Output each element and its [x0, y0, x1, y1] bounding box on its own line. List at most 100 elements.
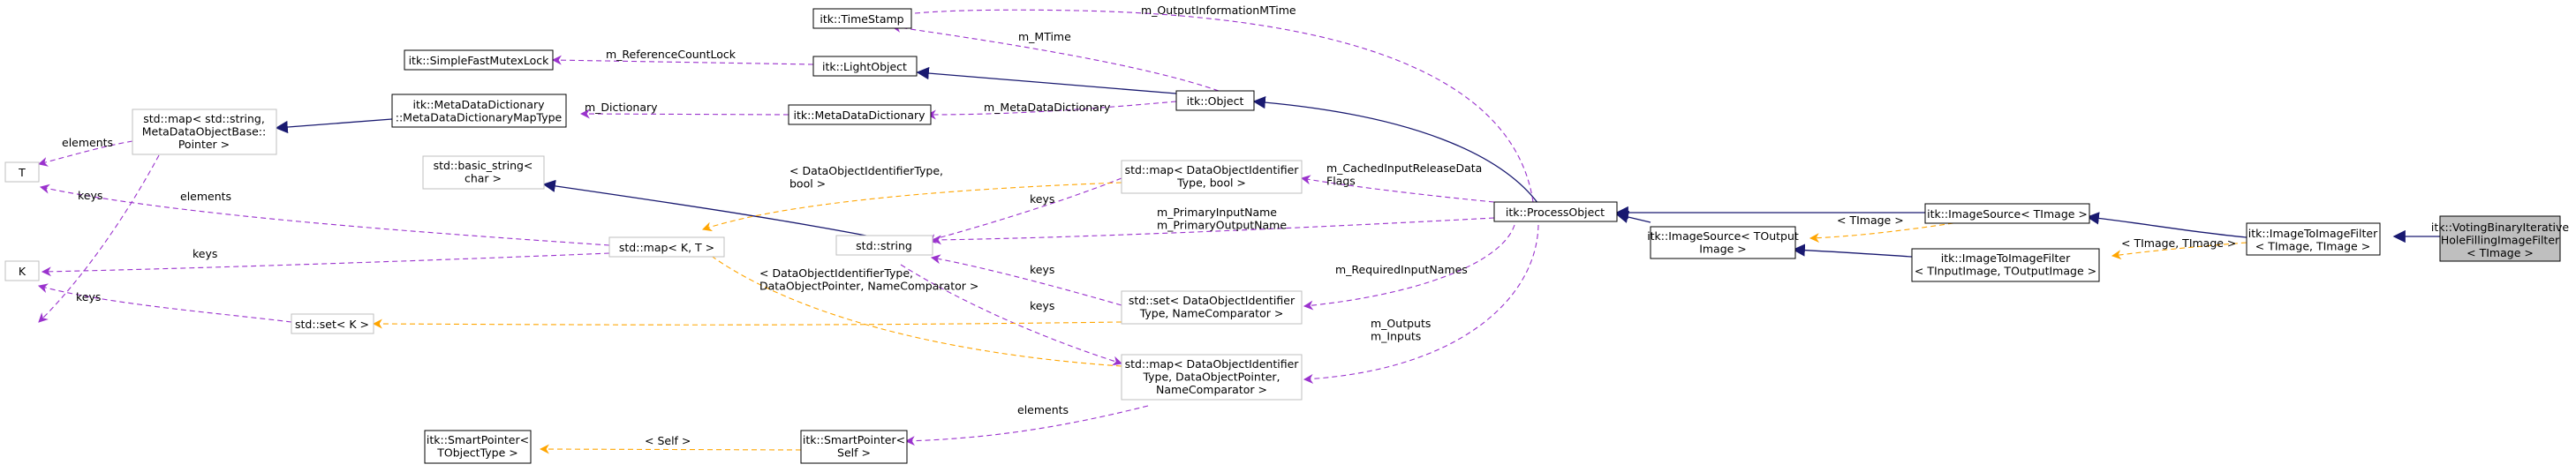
usage-edge	[1303, 224, 1539, 384]
node-image-to-image-filter-timage[interactable]: itk::ImageToImageFilter< TImage, TImage …	[2246, 222, 2381, 256]
node-label: std::string	[856, 239, 912, 252]
usage-edge	[925, 177, 1122, 243]
edge-label: m_RequiredInputNames	[1335, 263, 1468, 276]
usage-edge	[925, 101, 1177, 120]
node-label: itk::MetaDataDictionary::MetaDataDiction…	[396, 98, 563, 124]
node-smart-pointer-tobject[interactable]: itk::SmartPointer<TObjectType >	[424, 430, 532, 464]
template-edge	[701, 182, 1122, 232]
node-light-object[interactable]: itk::LightObject	[812, 56, 918, 77]
edge-label: keys	[1030, 263, 1054, 276]
node-label: itk::TimeStamp	[820, 12, 903, 26]
node-label: std::set< K >	[295, 318, 369, 331]
edge-label: < TImage >	[1837, 214, 1904, 227]
inheritance-edge	[275, 118, 393, 134]
node-label: itk::Object	[1187, 94, 1244, 108]
node-label: std::basic_string<char >	[434, 159, 533, 185]
edge-label: keys	[193, 247, 217, 260]
node-label: std::map< K, T >	[619, 241, 714, 254]
node-meta-data-dictionary[interactable]: itk::MetaDataDictionary	[788, 104, 932, 125]
usage-edge	[579, 109, 789, 119]
edge-label: keys	[1030, 299, 1054, 312]
usage-edge	[904, 405, 1149, 446]
node-process-object[interactable]: itk::ProcessObject	[1493, 201, 1618, 222]
node-label: itk::MetaDataDictionary	[793, 109, 925, 122]
template-edge	[2111, 242, 2247, 260]
edge-label: elements	[180, 190, 231, 203]
inheritance-edge	[916, 66, 1177, 94]
usage-edge	[551, 55, 814, 65]
edge-label: elements	[1017, 403, 1069, 416]
edge-label: m_ReferenceCountLock	[606, 48, 737, 61]
node-map-string-metadata[interactable]: std::map< std::string,MetaDataObjectBase…	[132, 109, 277, 155]
edge-label: keys	[76, 290, 101, 303]
node-meta-data-dictionary-map-type[interactable]: itk::MetaDataDictionary::MetaDataDiction…	[391, 94, 567, 128]
edge-label: m_MTime	[1018, 30, 1071, 43]
usage-edge	[931, 217, 1495, 245]
edge-label: m_MetaDataDictionary	[984, 101, 1111, 114]
usage-edge	[890, 9, 1534, 203]
usage-edge	[37, 283, 292, 323]
node-map-K-T[interactable]: std::map< K, T >	[608, 236, 725, 258]
node-image-source-timage[interactable]: itk::ImageSource< TImage >	[1924, 203, 2090, 224]
edge-label: keys	[78, 189, 102, 202]
node-label: itk::ImageToImageFilter< TImage, TImage …	[2248, 227, 2378, 253]
edge-label: < TImage, TImage >	[2121, 236, 2236, 250]
node-std-string[interactable]: std::string	[835, 235, 933, 256]
usage-edge	[1300, 175, 1495, 203]
usage-edge	[890, 22, 1220, 92]
edge-label: < DataObjectIdentifierType,bool >	[789, 164, 943, 191]
edge-label: < DataObjectIdentifierType,DataObjectPoi…	[759, 266, 978, 293]
edge-label: elements	[62, 136, 113, 149]
node-label: T	[18, 166, 26, 179]
inheritance-edge	[1792, 243, 1913, 258]
edge-label: m_OutputInformationMTime	[1141, 4, 1296, 17]
node-label: K	[19, 265, 26, 278]
node-set-K[interactable]: std::set< K >	[291, 313, 374, 334]
template-edge	[539, 444, 802, 454]
edge-label: m_Dictionary	[585, 101, 658, 114]
node-K[interactable]: K	[4, 260, 40, 281]
node-label: itk::ImageSource< TImage >	[1927, 207, 2088, 221]
inheritance-edge	[2086, 212, 2247, 238]
template-edge	[372, 318, 1122, 329]
edge-label: keys	[1030, 192, 1054, 206]
node-simple-fast-mutex-lock[interactable]: itk::SimpleFastMutexLock	[404, 49, 554, 71]
node-label: itk::SmartPointer<TObjectType >	[427, 433, 529, 460]
node-T[interactable]: T	[4, 161, 40, 183]
node-object[interactable]: itk::Object	[1175, 90, 1255, 111]
node-label: std::map< std::string,MetaDataObjectBase…	[142, 112, 266, 151]
usage-edge	[1303, 224, 1515, 311]
usage-edge	[930, 254, 1122, 306]
usage-edge	[39, 184, 610, 246]
template-edge	[1809, 222, 1954, 243]
template-edge	[699, 246, 1122, 367]
inheritance-edge	[1252, 95, 1539, 205]
node-label: itk::ProcessObject	[1506, 206, 1605, 219]
node-time-stamp[interactable]: itk::TimeStamp	[812, 8, 912, 29]
edge-label: < Self >	[645, 434, 691, 447]
inheritance-edge	[1615, 211, 1651, 223]
node-basic-string[interactable]: std::basic_string<char >	[422, 155, 545, 190]
node-image-to-image-filter-tinput[interactable]: itk::ImageToImageFilter< TInputImage, TO…	[1911, 248, 2100, 282]
usage-edge	[41, 252, 610, 277]
node-label: itk::SimpleFastMutexLock	[409, 54, 550, 67]
node-label: itk::LightObject	[822, 60, 907, 73]
node-smart-pointer-self[interactable]: itk::SmartPointer<Self >	[800, 430, 908, 464]
node-label: itk::ImageToImageFilter< TInputImage, TO…	[1915, 251, 2096, 278]
node-label: itk::SmartPointer<Self >	[803, 433, 905, 460]
usage-edge	[37, 140, 133, 167]
